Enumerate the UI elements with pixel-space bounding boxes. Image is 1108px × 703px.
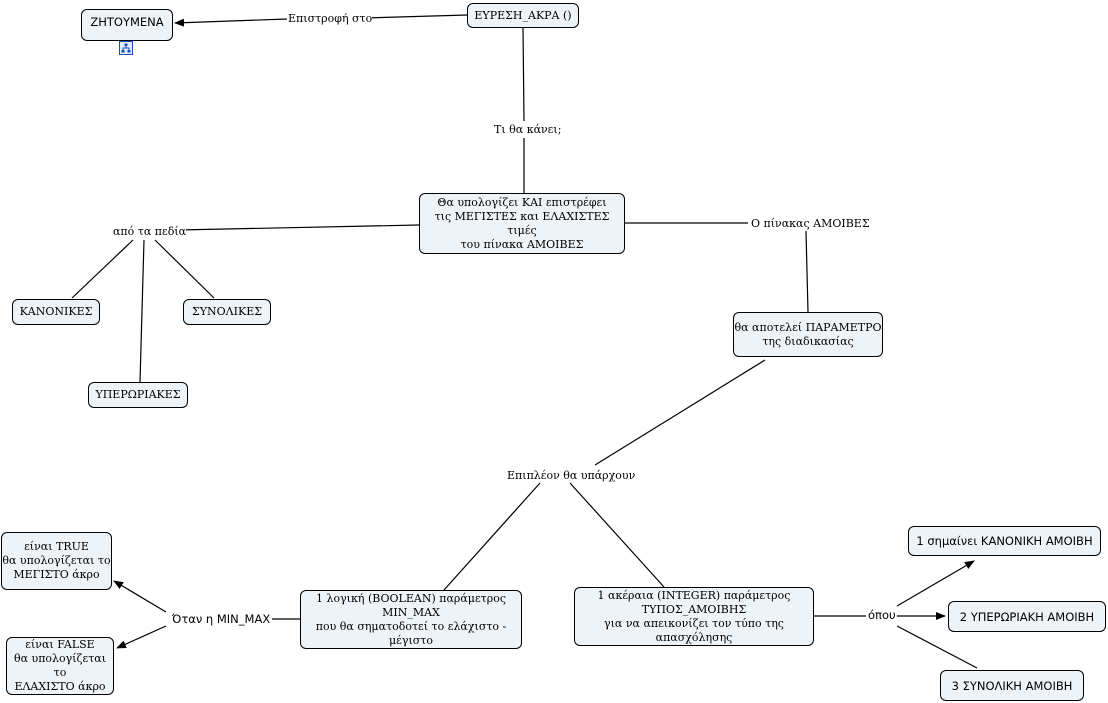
node-yperoriaki[interactable]: 2 ΥΠΕΡΩΡΙΑΚΗ ΑΜΟΙΒΗ [948,601,1106,632]
node-integer-line: 1 ακέραια (INTEGER) παράμετρος [597,588,791,602]
node-false-line: θα υπολογίζεται το [13,652,107,679]
link-line [71,239,134,299]
node-synolikes-label: ΣΥΝΟΛΙΚΕΣ [192,305,262,318]
node-kanoniki-label: 1 σημαίνει ΚΑΝΟΝΙΚΗ ΑΜΟΙΒΗ [916,534,1093,548]
link-line [896,625,978,669]
link-label-otan: Όταν η MIN_MAX [172,612,271,626]
node-false-line: είναι FALSE [25,638,95,651]
node-false[interactable]: είναι FALSE θα υπολογίζεται το ΕΛΑΧΙΣΤΟ … [6,637,114,695]
link-line [139,239,145,383]
link-line [805,230,809,313]
link-line [113,580,167,613]
link-label-pinakas: Ο πίνακας ΑΜΟΙΒΕΣ [751,217,870,230]
link-line [174,18,288,27]
node-parametro[interactable]: θα αποτελεί ΠΑΡΑΜΕΤΡΟ της διαδικασίας [733,312,883,357]
link-line [569,482,665,588]
node-zitoumena[interactable]: ΖΗΤΟΥΜΕΝΑ [81,9,173,55]
node-boolean-line: MIN_MAX [382,605,440,619]
node-yperoriaki-label: 2 ΥΠΕΡΩΡΙΑΚΗ ΑΜΟΙΒΗ [959,609,1095,624]
node-parametro-line: της διαδικασίας [762,334,854,348]
link-label-opou: όπου [868,608,896,622]
node-eyresi-akra[interactable]: ΕΥΡΕΣΗ_ΑΚΡΑ () [467,3,579,28]
node-yperoriakes[interactable]: ΥΠΕΡΩΡΙΑΚΕΣ [88,382,188,408]
link-line [154,239,215,299]
node-main-line: Θα υπολογίζει ΚΑΙ επιστρέφει [437,195,607,209]
node-boolean-param[interactable]: 1 λογική (BOOLEAN) παράμετρος MIN_MAX πο… [300,590,522,649]
node-main[interactable]: Θα υπολογίζει ΚΑΙ επιστρέφει τις ΜΕΓΙΣΤΕ… [419,193,625,254]
link-line [363,14,468,19]
node-integer-line: ΤΥΠΟΣ_ΑΜΟΙΒΗΣ [641,602,747,616]
node-true[interactable]: είναι TRUE θα υπολογίζεται το ΜΕΓΙΣΤΟ άκ… [1,532,112,590]
node-synoliki-label: 3 ΣΥΝΟΛΙΚΗ ΑΜΟΙΒΗ [951,678,1073,693]
node-parametro-line: θα αποτελεί ΠΑΡΑΜΕΤΡΟ [734,320,882,334]
hierarchy-icon[interactable] [119,41,133,55]
link-line [443,482,541,591]
node-boolean-line: 1 λογική (BOOLEAN) παράμετρος [316,591,506,605]
node-eyresi-akra-label: ΕΥΡΕΣΗ_ΑΚΡΑ () [474,8,572,22]
link-label-epipleon: Επιπλέον θα υπάρχουν [507,469,636,482]
node-main-line: τις ΜΕΓΙΣΤΕΣ και ΕΛΑΧΙΣΤΕΣ τιμές [434,209,610,237]
node-kanonikes-label: ΚΑΝΟΝΙΚΕΣ [19,305,93,318]
node-true-line: ΜΕΓΙΣΤΟ άκρο [13,568,100,581]
node-true-line: θα υπολογίζεται το [2,554,111,567]
link-line [116,625,167,649]
link-line [594,359,766,466]
node-integer-line: για να απεικονίζει τον τύπο της απασχόλη… [604,616,784,644]
node-kanoniki[interactable]: 1 σημαίνει ΚΑΝΟΝΙΚΗ ΑΜΟΙΒΗ [908,526,1101,556]
link-label-apo-ta-pedia: από τα πεδία [113,225,187,238]
node-integer-param[interactable]: 1 ακέραια (INTEGER) παράμετρος ΤΥΠΟΣ_ΑΜΟ… [574,587,814,646]
node-main-line: του πίνακα ΑΜΟΙΒΕΣ [460,237,584,251]
node-yperoriakes-label: ΥΠΕΡΩΡΙΑΚΕΣ [95,388,181,401]
node-zitoumena-label: ΖΗΤΟΥΜΕΝΑ [90,15,164,29]
link-line [177,224,420,231]
link-line [896,560,975,607]
node-true-line: είναι TRUE [24,540,89,553]
node-synoliki[interactable]: 3 ΣΥΝΟΛΙΚΗ ΑΜΟΙΒΗ [940,670,1084,701]
node-synolikes[interactable]: ΣΥΝΟΛΙΚΕΣ [183,299,271,325]
node-kanonikes[interactable]: ΚΑΝΟΝΙΚΕΣ [12,299,100,325]
link-line [522,27,525,122]
node-boolean-line: που θα σηματοδοτεί το ελάχιστο - μέγιστο [315,619,507,647]
node-false-line: ΕΛΑΧΙΣΤΟ άκρο [14,680,106,693]
link-label-epistrofi: Επιστροφή στο [288,12,373,25]
link-label-ti-tha-kanei: Τι θα κάνει; [494,123,562,136]
